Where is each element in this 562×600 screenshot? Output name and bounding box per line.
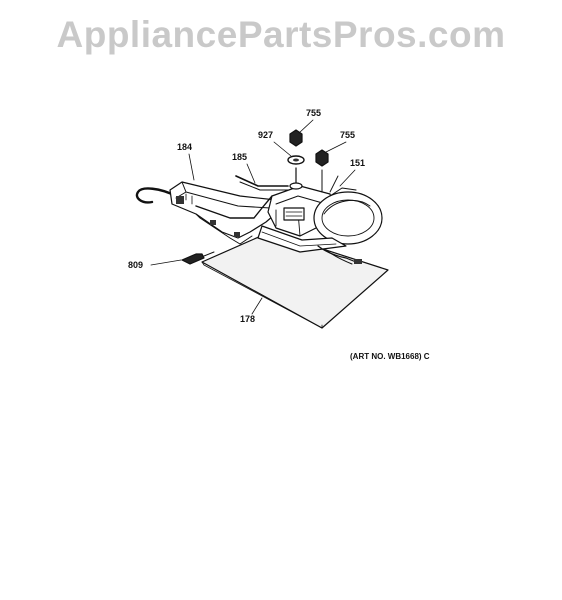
fan-disc (313, 191, 383, 245)
base-plate (257, 225, 347, 253)
bracket-arm (169, 181, 281, 239)
callout-151: 151 (350, 158, 366, 168)
screw (181, 253, 205, 265)
callout-755-right: 755 (340, 130, 356, 140)
mounting-pad (201, 231, 389, 329)
callout-755-top: 755 (306, 108, 322, 118)
nut-top (289, 129, 303, 147)
nut-right (315, 149, 329, 167)
wire-rod (235, 175, 289, 187)
callout-809: 809 (128, 260, 144, 270)
callout-178: 178 (240, 314, 256, 324)
art-number: (ART NO. WB1668) C (350, 352, 430, 361)
watermark-text: AppliancePartsPros.com (56, 14, 506, 55)
callout-927: 927 (258, 130, 274, 140)
hook (135, 187, 178, 204)
callout-184: 184 (177, 142, 193, 152)
callout-185: 185 (232, 152, 248, 162)
